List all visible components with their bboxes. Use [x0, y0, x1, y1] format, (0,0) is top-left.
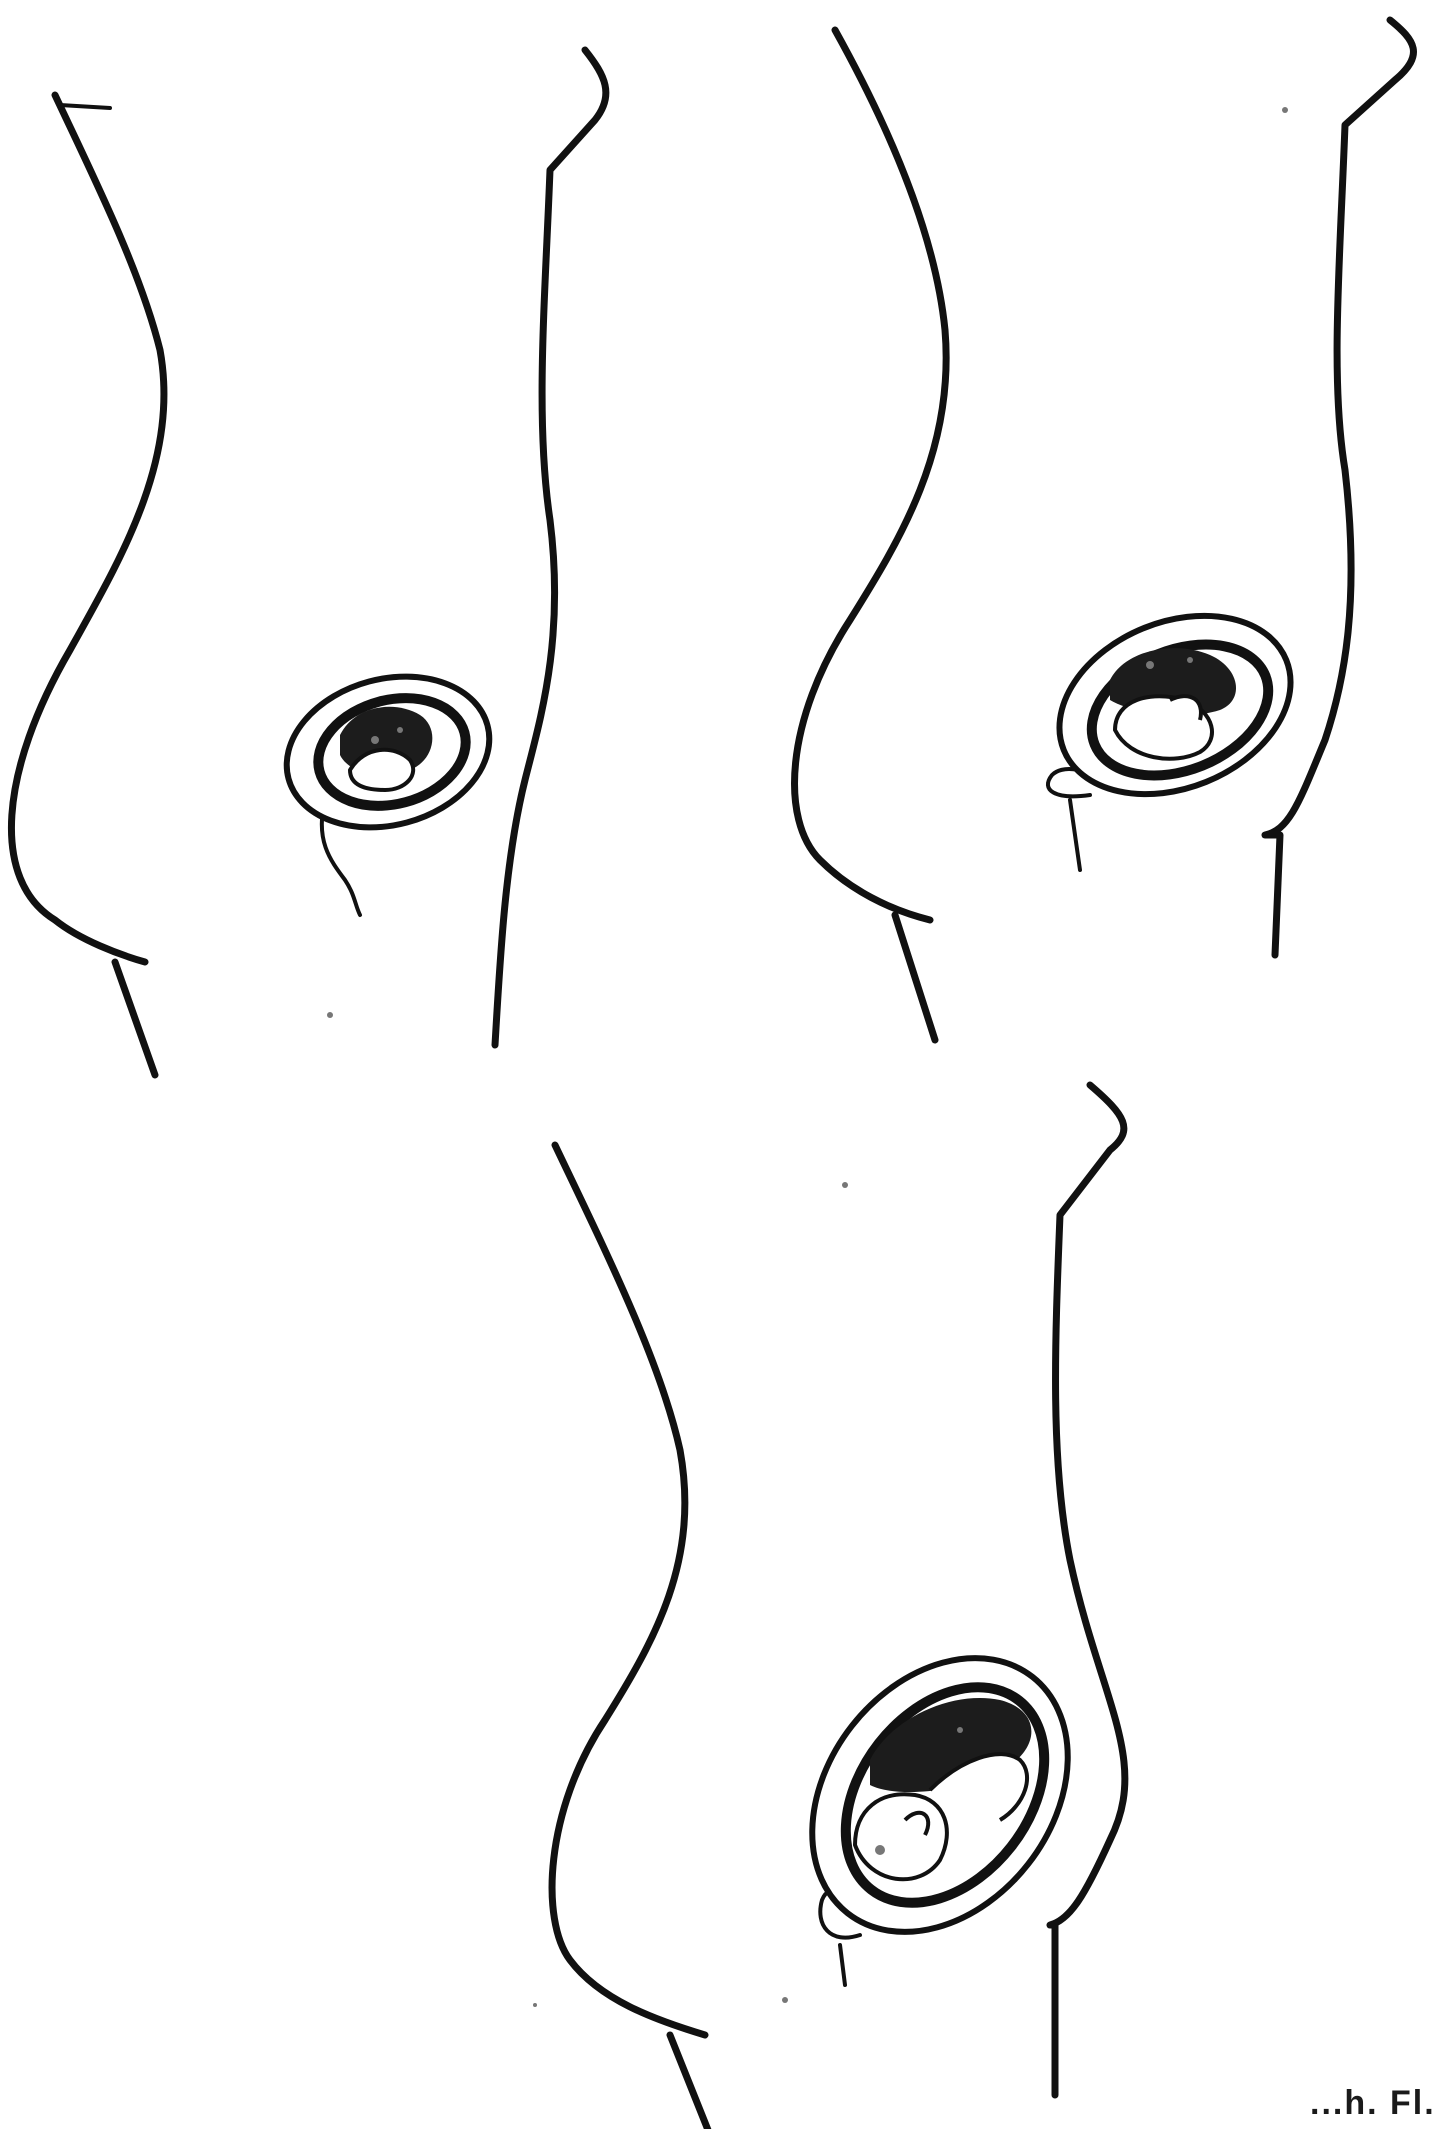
body-outline-front [1265, 20, 1414, 955]
body-outline-front [1050, 1085, 1125, 2095]
leg-line-back [895, 915, 935, 1040]
body-outline-front [495, 50, 606, 1045]
uterus-illustration [270, 655, 507, 915]
back-tick [60, 105, 110, 108]
leg-line-back [670, 2035, 710, 2129]
scan-noise [327, 107, 1288, 2007]
body-outline-back [795, 30, 947, 920]
leg-line-back [115, 962, 155, 1075]
panel-bottom-center [552, 1085, 1125, 2129]
uterus-illustration [1033, 583, 1318, 870]
body-outline-back [11, 95, 164, 962]
body-outline-back [552, 1145, 705, 2035]
cervix [1048, 769, 1095, 870]
panel-top-right [795, 20, 1414, 1040]
uterus-illustration [759, 1608, 1120, 1985]
panel-top-left [11, 50, 605, 1075]
figure-caption: ...h. Fl. 10 [1310, 2084, 1435, 2123]
